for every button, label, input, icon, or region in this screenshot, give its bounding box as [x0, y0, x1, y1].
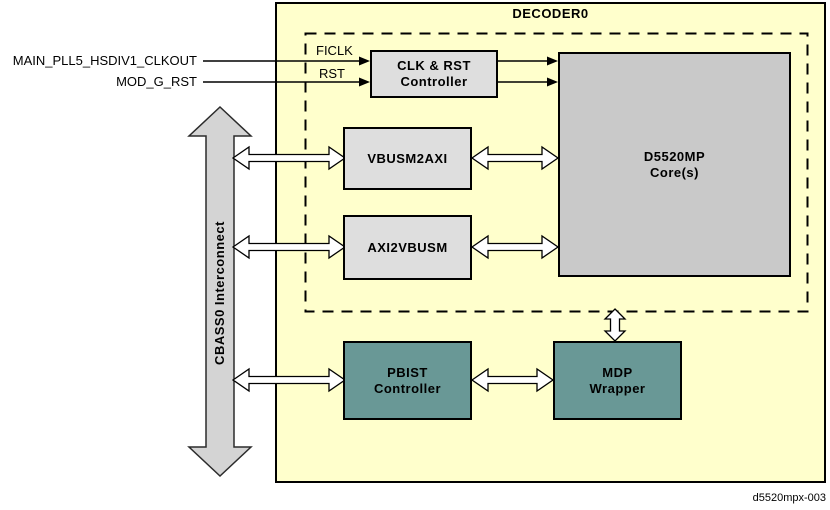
block-d5520mp-core: D5520MP Core(s) [558, 52, 791, 277]
block-label: AXI2VBUSM [367, 239, 448, 255]
block-clk-rst-controller: CLK & RST Controller [370, 50, 498, 98]
block-mdp-wrapper: MDP Wrapper [553, 341, 682, 420]
signal-label-ficlk: FICLK [316, 43, 353, 58]
ficlk-arrowhead-icon [359, 56, 370, 66]
vbusm2axi-core-bidir-arrow-icon [470, 145, 560, 171]
cbass0-vbusm2axi-bidir-arrow-icon [231, 145, 347, 171]
block-label: D5520MP [643, 148, 706, 164]
signal-label-mod-g-rst: MOD_G_RST [116, 74, 197, 89]
figure-id-label: d5520mpx-003 [752, 492, 826, 504]
cbass0-interconnect-label: CBASS0 Interconnect [212, 221, 227, 365]
signal-label-rst: RST [319, 66, 345, 81]
rst-arrowhead-icon [359, 77, 370, 87]
block-vbusm2axi: VBUSM2AXI [343, 127, 472, 190]
pbist-mdp-bidir-arrow-icon [470, 367, 555, 393]
block-label: MDP [602, 364, 633, 380]
cbass0-pbist-bidir-arrow-icon [231, 367, 347, 393]
block-pbist-controller: PBIST Controller [343, 341, 472, 420]
dashed-boundary [304, 32, 809, 313]
block-label: Controller [400, 74, 468, 89]
block-label: CLK & RST [397, 58, 471, 73]
rst-out-arrowhead-icon [547, 77, 558, 87]
block-label: Core(s) [649, 164, 699, 180]
decoder0-title: DECODER0 [512, 6, 589, 21]
block-label: VBUSM2AXI [367, 150, 448, 166]
block-axi2vbusm: AXI2VBUSM [343, 215, 472, 280]
block-label: Controller [373, 380, 442, 396]
clk-out-arrowhead-icon [547, 56, 558, 66]
cbass0-axi2vbusm-bidir-arrow-icon [231, 234, 347, 260]
block-label: Wrapper [589, 380, 646, 396]
axi2vbusm-core-bidir-arrow-icon [470, 234, 560, 260]
cbass0-interconnect-arrow-icon [187, 105, 253, 478]
block-label: PBIST [387, 364, 428, 380]
boundary-mdp-bidir-arrow-icon [603, 308, 627, 342]
signal-label-main-pll5-hsdiv1-clkout: MAIN_PLL5_HSDIV1_CLKOUT [12, 53, 197, 68]
